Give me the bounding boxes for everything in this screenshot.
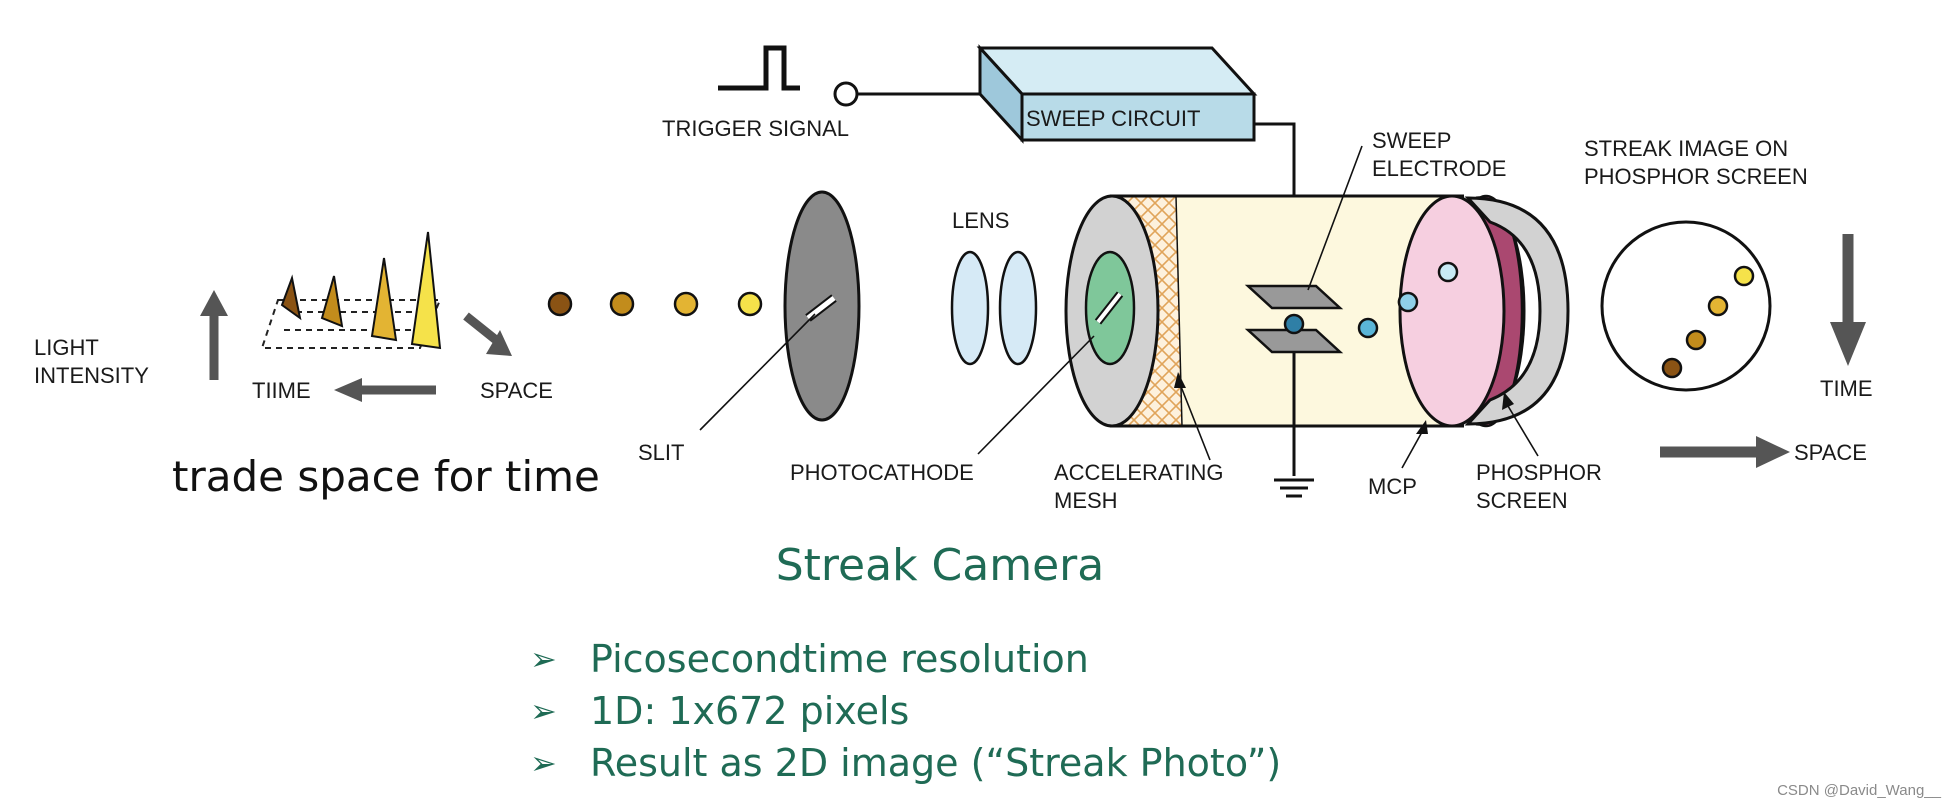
watermark: CSDN @David_Wang__ (1777, 782, 1941, 799)
time-arrow-down (1830, 234, 1866, 366)
bullet-arrow-icon: ➢ (530, 744, 557, 782)
mcp-plate (1397, 194, 1524, 428)
streak-image (1600, 220, 1772, 392)
leader-lines (977, 335, 1539, 469)
time-arrow-left (334, 378, 436, 402)
bullet-text: 1D: 1x672 pixels (590, 689, 910, 733)
mcp-label: MCP (1368, 474, 1417, 499)
space-label: SPACE (480, 378, 553, 403)
trigger-signal-label: TRIGGER SIGNAL (662, 116, 849, 141)
time-label-right: TIME (1820, 376, 1873, 401)
streak-image-label: STREAK IMAGE ON (1584, 136, 1788, 161)
light-intensity-arrow (200, 290, 228, 380)
light-pulse-dots (547, 291, 763, 317)
light-intensity-label-2: INTENSITY (34, 363, 149, 388)
sweep-electrode-label: SWEEP (1372, 128, 1451, 153)
photocathode-label: PHOTOCATHODE (790, 460, 974, 485)
trigger-signal-pulse (718, 45, 982, 107)
sweep-electrode-label-2: ELECTRODE (1372, 156, 1506, 181)
accelerating-mesh-label-2: MESH (1054, 488, 1118, 513)
peak-1 (280, 274, 302, 321)
slit-plate (699, 190, 861, 431)
bullet-text: Result as 2D image (“Streak Photo”) (590, 741, 1282, 785)
space-arrow-right (1660, 436, 1790, 468)
peak-3 (370, 257, 398, 342)
peak-2 (320, 275, 344, 328)
tagline: trade space for time (172, 452, 600, 501)
sweep-electrode (1244, 145, 1363, 498)
slide-title: Streak Camera (775, 540, 1105, 591)
bullet-item: ➢ Picosecondtime resolution (530, 633, 1281, 685)
space-label-right: SPACE (1794, 440, 1867, 465)
sweep-circuit-label: SWEEP CIRCUIT (1026, 106, 1200, 131)
lens (950, 250, 1038, 366)
phosphor-screen-label: PHOSPHOR (1476, 460, 1602, 485)
phosphor-screen-label-2: SCREEN (1476, 488, 1568, 513)
bullet-list: ➢ Picosecondtime resolution ➢ 1D: 1x672 pi… (530, 633, 1281, 789)
phosphor-screen-ring (1464, 196, 1570, 426)
lens-label: LENS (952, 208, 1009, 233)
bullet-arrow-icon: ➢ (530, 640, 557, 678)
peak-4 (410, 231, 442, 350)
bullet-item: ➢ 1D: 1x672 pixels (530, 685, 1281, 737)
bullet-text: Picosecondtime resolution (590, 637, 1089, 681)
slit-label: SLIT (638, 440, 684, 465)
accelerating-mesh-label: ACCELERATING (1054, 460, 1224, 485)
bullet-arrow-icon: ➢ (530, 692, 557, 730)
sweep-circuit-box (976, 44, 1296, 282)
streak-image-label-2: PHOSPHOR SCREEN (1584, 164, 1808, 189)
light-intensity-label: LIGHT (34, 335, 99, 360)
bullet-item: ➢ Result as 2D image (“Streak Photo”) (530, 737, 1281, 789)
light-pulse-peaks (260, 231, 442, 350)
space-arrow (463, 312, 512, 356)
time-label-left: TIIME (252, 378, 311, 403)
